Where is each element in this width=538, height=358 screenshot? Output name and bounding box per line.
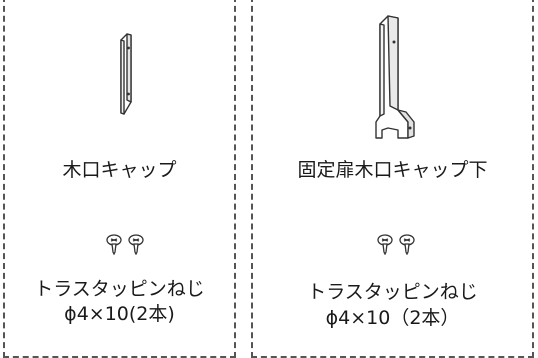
truss-tapping-screw-icon (377, 234, 415, 255)
fixed-door-end-cap-bracket-icon (375, 15, 415, 139)
end-cap-bracket-icon (120, 33, 132, 115)
right-screw-spec: ϕ4×10（2本） (325, 307, 460, 329)
left-screw-name: トラスタッピンねじ (34, 278, 205, 300)
left-part-name: 木口キャップ (62, 159, 177, 181)
truss-tapping-screw-icon (106, 234, 144, 255)
left-screw-spec: ϕ4×10(2本) (64, 303, 175, 325)
right-part-name: 固定扉木口キャップ下 (297, 159, 488, 181)
right-screw-name: トラスタッピンねじ (307, 281, 478, 303)
